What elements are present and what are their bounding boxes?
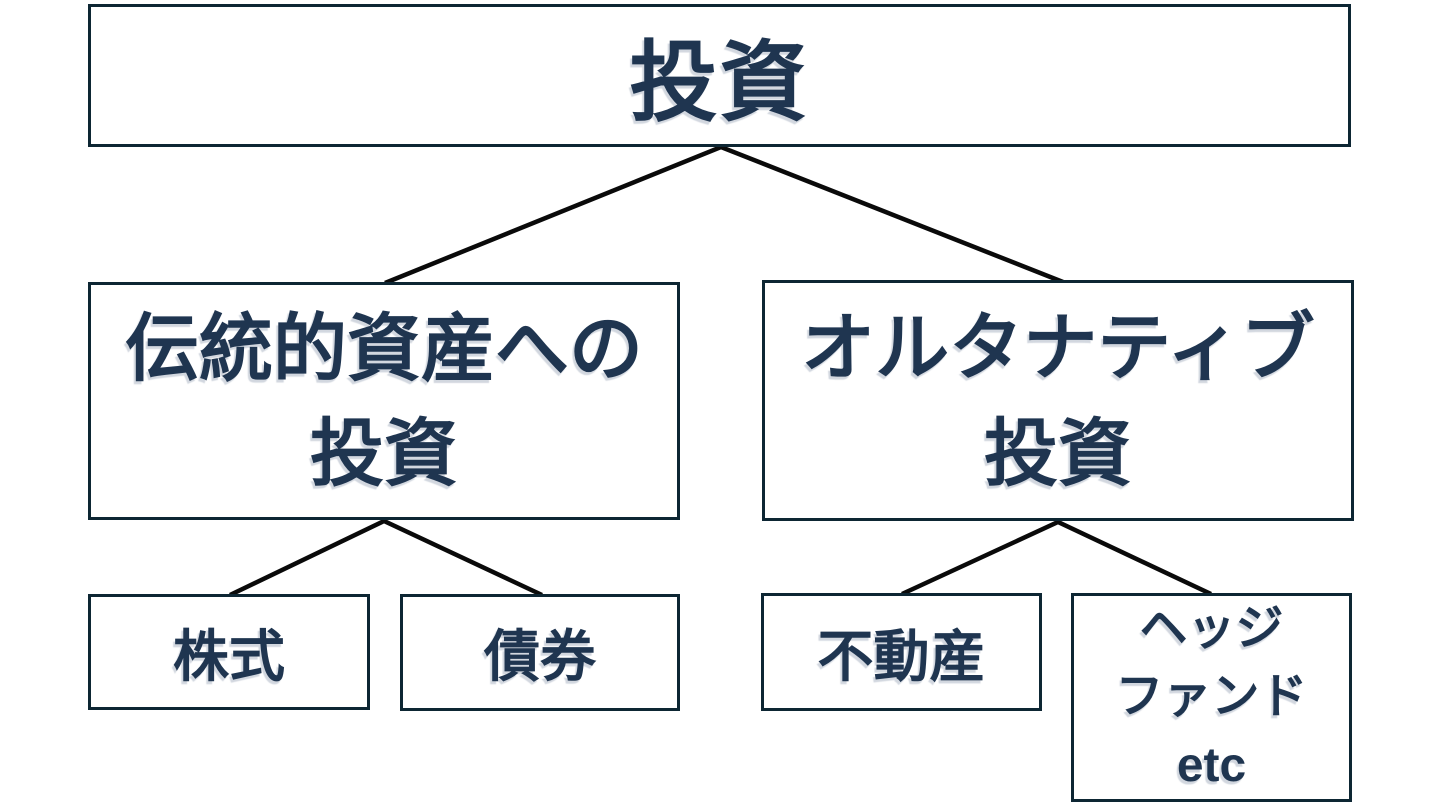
- node-label: 投資: [629, 33, 810, 132]
- node-label-line-2: ファンド: [1115, 670, 1308, 724]
- node-real-estate: 不動産: [761, 593, 1042, 711]
- node-label: 債券: [484, 625, 596, 688]
- node-label: 株式: [173, 624, 285, 688]
- node-label-line-2: 投資: [310, 412, 458, 495]
- node-investment-root: 投資: [88, 4, 1351, 147]
- node-bonds: 債券: [400, 594, 680, 711]
- node-hedge-fund-etc: ヘッジ ファンド etc: [1071, 593, 1352, 802]
- node-label-line-1: オルタナティブ: [801, 306, 1315, 390]
- node-alternative-investments: オルタナティブ 投資: [762, 280, 1354, 521]
- node-label: 不動産: [817, 624, 986, 688]
- node-traditional-assets: 伝統的資産への 投資: [88, 282, 680, 520]
- connector-root-to-children: [384, 144, 1064, 286]
- node-stocks: 株式: [88, 594, 370, 710]
- node-label-line-2: 投資: [984, 411, 1132, 495]
- node-label-line-1: ヘッジ: [1139, 602, 1284, 656]
- connector-alternative-to-children: [901, 519, 1212, 597]
- connector-traditional-to-children: [229, 518, 543, 598]
- node-label-line-3: etc: [1176, 738, 1247, 792]
- node-label-line-1: 伝統的資産への: [125, 306, 643, 390]
